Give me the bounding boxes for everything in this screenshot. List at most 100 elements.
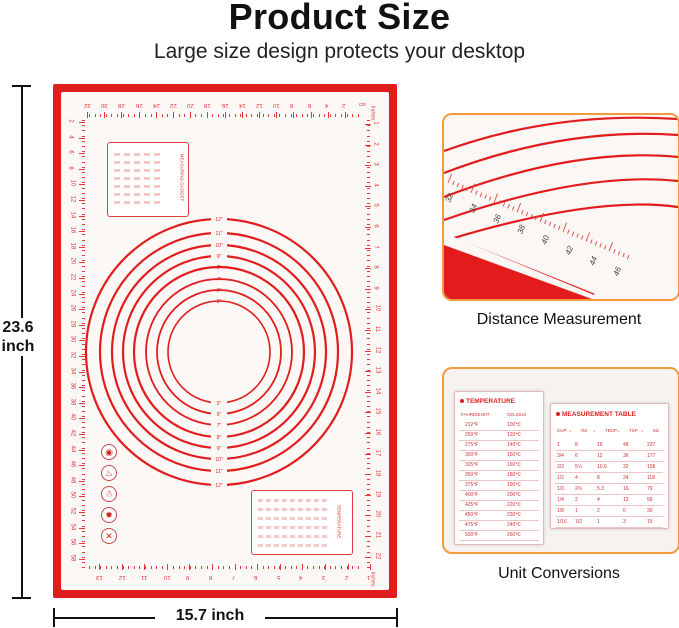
- minor-tick: [285, 114, 286, 117]
- minor-tick: [189, 566, 191, 569]
- measurement-header: ML: [653, 428, 660, 433]
- minor-tick: [367, 296, 370, 298]
- minor-tick: [240, 114, 241, 117]
- minor-tick: [367, 229, 370, 230]
- table-cell: [274, 499, 279, 502]
- minor-tick: [262, 566, 264, 569]
- minor-tick: [367, 354, 370, 355]
- minor-tick: [367, 130, 370, 131]
- inch-tick: [365, 185, 371, 187]
- cm-tick: [79, 168, 85, 170]
- table-cell: [298, 517, 303, 520]
- table-cell: [282, 499, 287, 502]
- minor-tick: [318, 114, 320, 117]
- inch-tick: [365, 515, 371, 517]
- celsius-header: CELSIUS: [507, 412, 527, 417]
- minor-tick: [82, 489, 85, 490]
- table-cell: [134, 153, 140, 156]
- minor-tick: [313, 114, 314, 117]
- table-cell: [322, 517, 327, 520]
- distance-tick: [608, 242, 614, 252]
- distance-tick: [622, 252, 625, 258]
- table-cell: [290, 544, 295, 547]
- minor-tick: [352, 566, 353, 569]
- fahrenheit-header: FAHRENHEIT: [461, 412, 490, 417]
- measurement-value: 2⅔: [575, 486, 582, 492]
- distance-tick: [525, 211, 529, 217]
- row-divider: [459, 510, 539, 511]
- measurement-value: 4: [575, 475, 578, 481]
- measurement-value: 1: [597, 519, 600, 525]
- minor-tick: [82, 172, 85, 173]
- minor-tick: [290, 566, 292, 569]
- minor-tick: [82, 322, 85, 324]
- minor-tick: [82, 239, 85, 241]
- top-tick: [207, 112, 209, 118]
- minor-tick: [201, 566, 202, 569]
- minor-tick: [128, 566, 129, 569]
- minor-tick: [82, 234, 85, 235]
- distance-tick: [590, 239, 593, 244]
- distance-tick: [617, 250, 621, 256]
- minor-tick: [357, 566, 359, 569]
- minor-tick: [367, 546, 370, 547]
- width-dimension-cap-left: [53, 608, 55, 627]
- distance-number: 40: [540, 234, 552, 246]
- minor-tick: [273, 114, 275, 117]
- minor-tick: [229, 566, 230, 569]
- table-cell: [282, 517, 287, 520]
- table-cell: [144, 153, 150, 156]
- minor-tick: [367, 187, 370, 189]
- minor-tick: [329, 114, 331, 117]
- fahrenheit-value: 350℉: [465, 472, 479, 478]
- cm-tick: [79, 402, 85, 404]
- minor-tick: [82, 151, 85, 152]
- minor-tick: [82, 437, 85, 438]
- top-tick: [293, 112, 295, 118]
- minor-tick: [335, 114, 336, 117]
- celsius-value: 260℃: [507, 532, 521, 538]
- minor-tick: [367, 494, 370, 495]
- minor-tick: [367, 452, 370, 454]
- minor-tick: [367, 359, 370, 360]
- measurement-value: 12: [597, 453, 603, 459]
- celsius-value: 140℃: [507, 442, 521, 448]
- measurement-value: 59: [647, 497, 653, 503]
- distance-tick: [576, 233, 579, 238]
- minor-tick: [367, 234, 370, 235]
- minor-tick: [105, 566, 107, 569]
- table-cell: [282, 535, 287, 538]
- minor-tick: [367, 213, 370, 215]
- minor-tick: [367, 322, 370, 324]
- distance-tick: [530, 213, 533, 219]
- minor-tick: [367, 239, 370, 241]
- inch-tick: [365, 474, 371, 476]
- minor-tick: [82, 312, 85, 313]
- distance-number: 32: [444, 192, 455, 204]
- measurement-value: 1/2: [575, 519, 582, 525]
- distance-tick: [488, 196, 492, 201]
- minor-tick: [367, 468, 370, 469]
- cm-tick: [79, 356, 85, 357]
- minor-tick: [217, 566, 219, 569]
- distance-tick: [548, 221, 552, 227]
- table-cell: [258, 526, 263, 529]
- fahrenheit-value: 400℉: [465, 492, 479, 498]
- minor-tick: [82, 338, 85, 339]
- table-cell: [314, 535, 319, 538]
- minor-tick: [82, 135, 85, 137]
- measurement-value: 8: [597, 475, 600, 481]
- minor-tick: [296, 566, 297, 569]
- minor-tick: [100, 114, 101, 117]
- minor-tick: [82, 562, 85, 563]
- minor-tick: [184, 114, 185, 117]
- distance-tick: [479, 192, 483, 197]
- minor-tick: [367, 224, 370, 225]
- minor-tick: [367, 463, 370, 464]
- inch-tick: [365, 165, 371, 167]
- inch-tick: [365, 144, 371, 146]
- minor-tick: [341, 566, 342, 569]
- minor-tick: [133, 114, 135, 117]
